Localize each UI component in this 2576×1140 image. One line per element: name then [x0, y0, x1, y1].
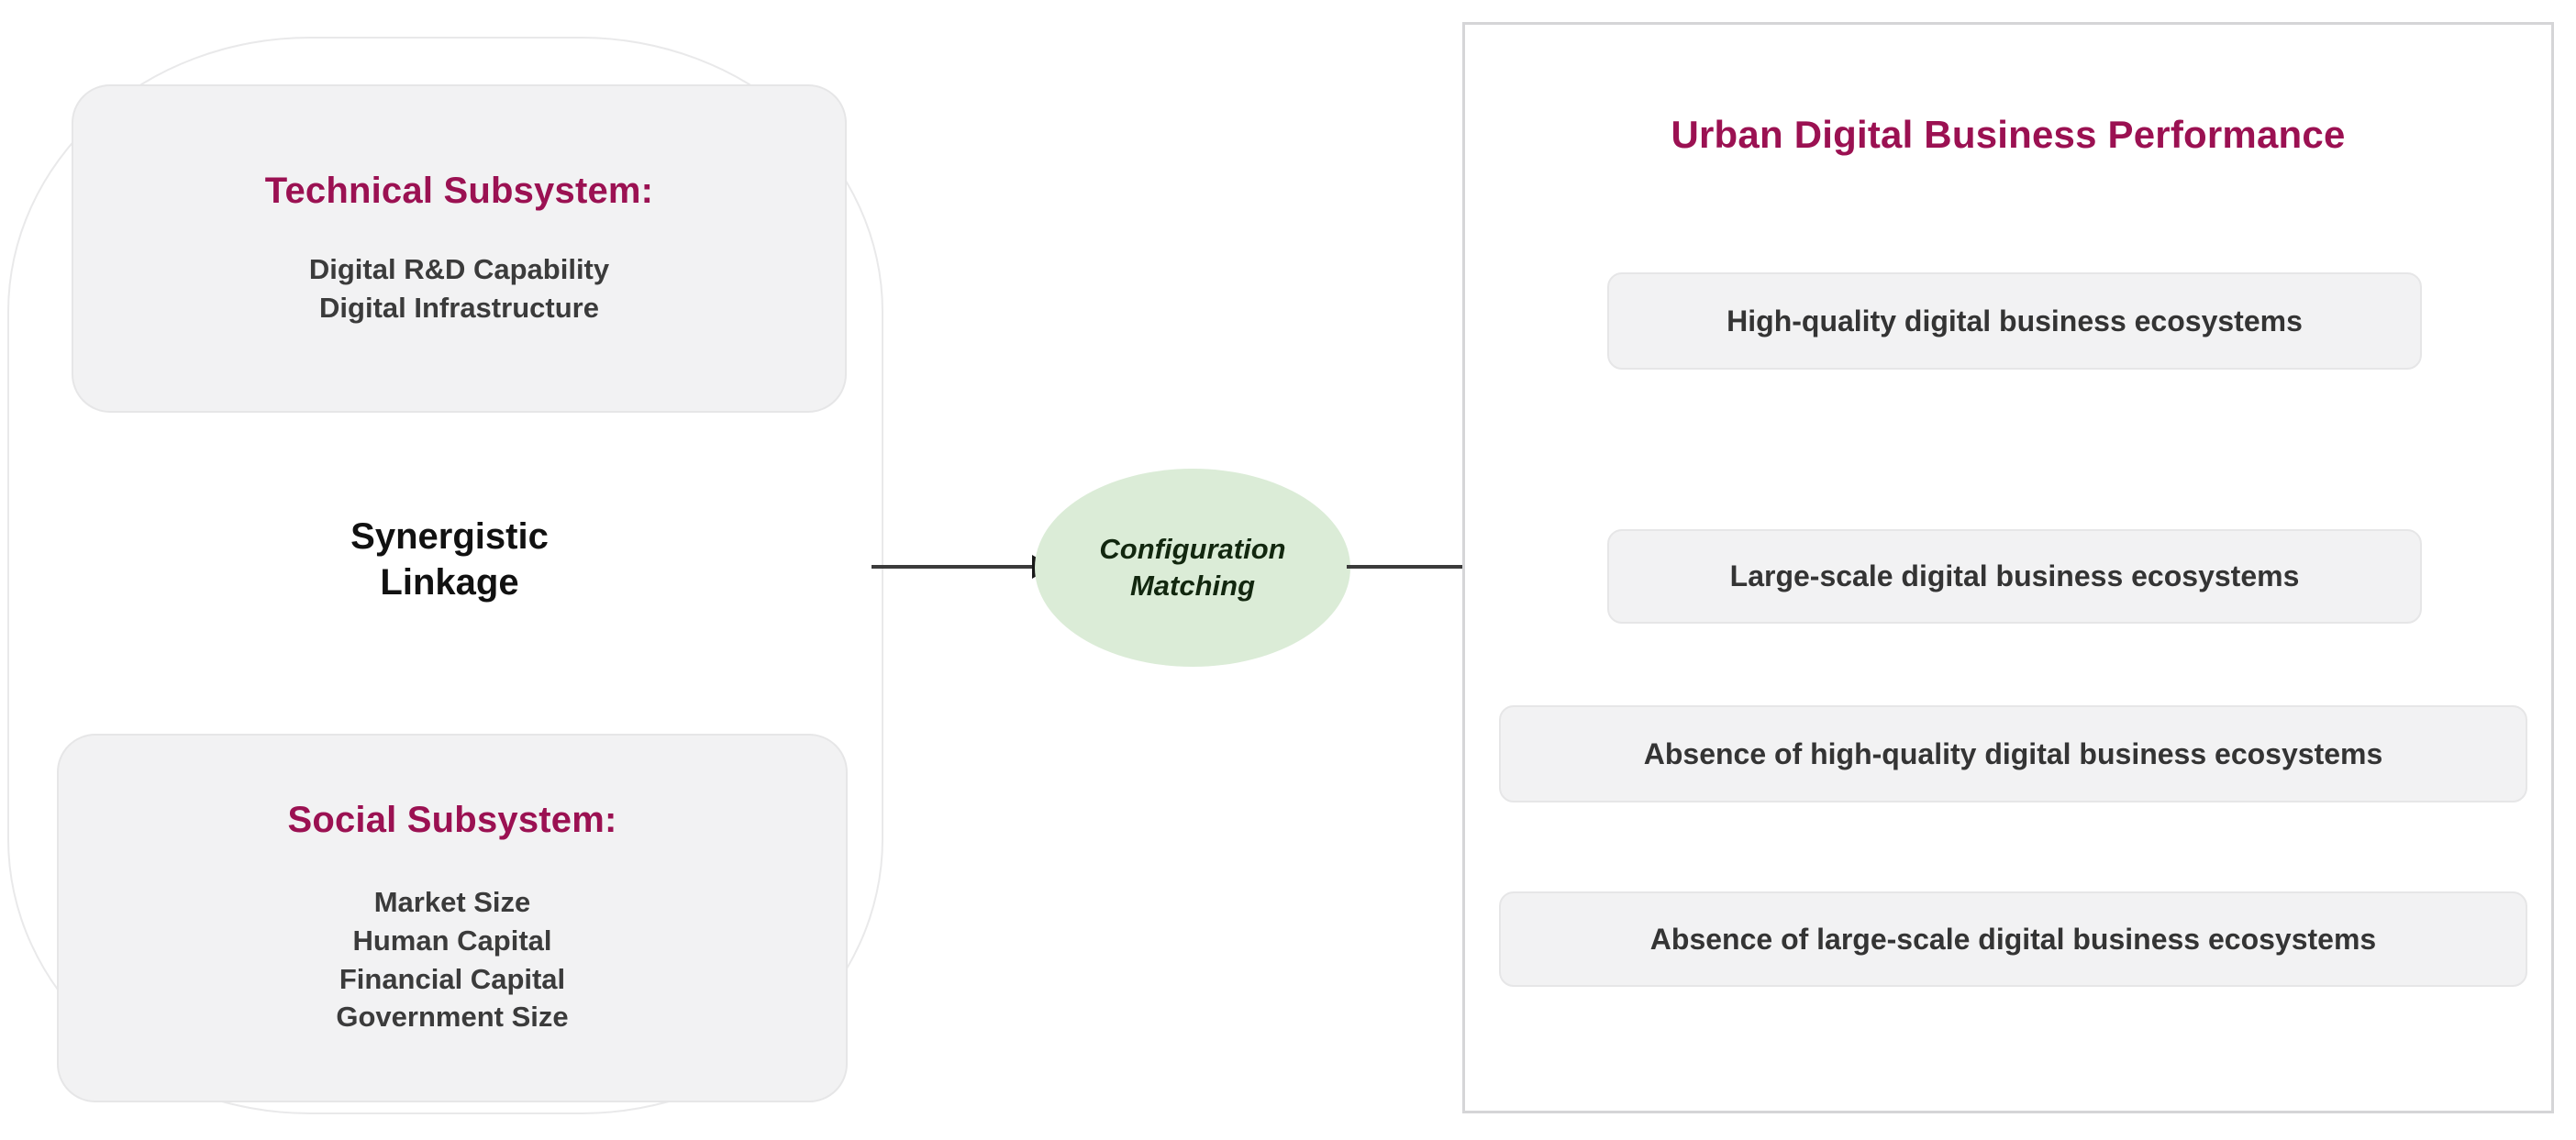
- outcome-box-absence-high-quality: Absence of high-quality digital business…: [1499, 705, 2527, 802]
- synergistic-linkage-line1: Synergistic: [350, 516, 549, 557]
- social-subsystem-item: Financial Capital: [339, 962, 566, 995]
- social-subsystem-title: Social Subsystem:: [287, 800, 617, 841]
- synergistic-linkage-label: Synergistic Linkage: [165, 514, 734, 606]
- social-subsystem-item: Government Size: [336, 1001, 569, 1034]
- configuration-matching-label: Configuration Matching: [1099, 531, 1285, 605]
- technical-subsystem-items: Digital R&D Capability Digital Infrastru…: [309, 250, 609, 327]
- technical-subsystem-item: Digital R&D Capability: [308, 252, 610, 285]
- social-subsystem-items: Market Size Human Capital Financial Capi…: [336, 883, 568, 1035]
- configuration-matching-ellipse: Configuration Matching: [1035, 469, 1350, 667]
- configuration-matching-line2: Matching: [1129, 570, 1256, 602]
- social-subsystem-box: Social Subsystem: Market Size Human Capi…: [57, 734, 848, 1102]
- technical-subsystem-title: Technical Subsystem:: [264, 170, 654, 211]
- technical-subsystem-box: Technical Subsystem: Digital R&D Capabil…: [72, 84, 847, 413]
- synergistic-linkage-line2: Linkage: [380, 562, 519, 603]
- outcome-panel-title: Urban Digital Business Performance: [1671, 113, 2346, 156]
- outcome-box-large-scale: Large-scale digital business ecosystems: [1607, 529, 2422, 624]
- arrow-line-ellipse-to-outcome: [1347, 565, 1484, 569]
- social-subsystem-item: Human Capital: [352, 924, 552, 957]
- technical-subsystem-item: Digital Infrastructure: [319, 291, 599, 324]
- outcome-box-absence-large-scale: Absence of large-scale digital business …: [1499, 891, 2527, 987]
- social-subsystem-item: Market Size: [373, 886, 531, 919]
- outcome-box-high-quality: High-quality digital business ecosystems: [1607, 272, 2422, 370]
- arrow-line-capsule-to-ellipse: [872, 565, 1035, 569]
- configuration-matching-line1: Configuration: [1099, 532, 1286, 565]
